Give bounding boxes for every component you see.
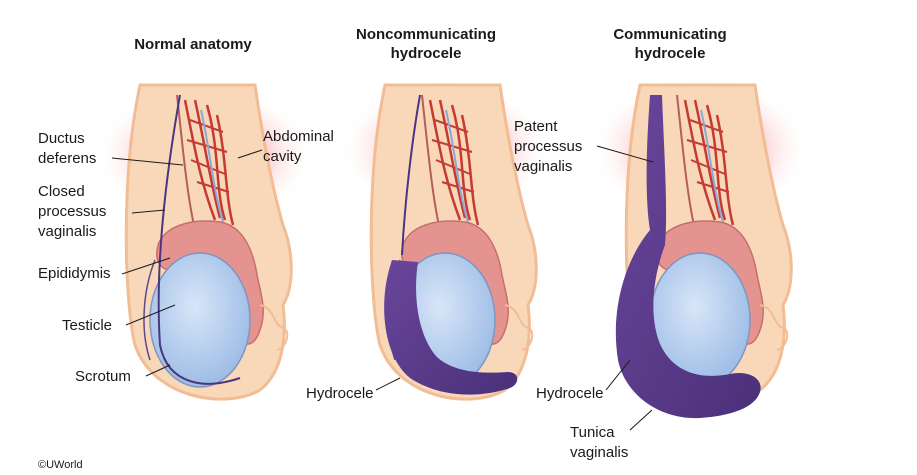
leader-tunica-vaginalis [629,409,653,431]
leader-patent-processus [596,145,654,163]
label-ductus-deferens-2: deferens [38,150,96,167]
label-hydrocele-noncommunicating: Hydrocele [306,385,374,402]
label-closed-processus-2: processus [38,203,106,220]
hydrocele-fluid-communicating [615,95,761,419]
leader-hydrocele-communicating [605,359,631,391]
label-ductus-deferens-1: Ductus [38,130,85,147]
processus-vaginalis-closed-2 [401,94,421,256]
panel-title-noncommunicating-2: hydrocele [391,45,462,62]
label-tunica-vaginalis-1: Tunica [570,424,615,441]
label-patent-processus-2: processus [514,138,582,155]
copyright-notice: ©UWorld [38,459,83,471]
label-tunica-vaginalis-2: vaginalis [570,444,628,461]
label-epididymis: Epididymis [38,265,111,282]
panel-normal-anatomy: Normal anatomy Ductus deferens Abdominal… [38,36,334,401]
processus-vaginalis-closed [157,94,241,385]
panel-noncommunicating-hydrocele: Noncommunicating hydrocele Hydrocele [306,26,550,402]
leader-scrotum [145,364,171,377]
hydrocele-fluid-noncommunicating [384,260,518,395]
label-patent-processus-3: vaginalis [514,158,572,175]
panel-title-normal: Normal anatomy [134,36,252,53]
panel-title-noncommunicating-1: Noncommunicating [356,26,496,43]
leader-closed-processus [131,209,166,214]
label-testicle: Testicle [62,317,112,334]
label-abdominal-cavity-1: Abdominal [263,128,334,145]
panel-title-communicating-2: hydrocele [635,45,706,62]
label-hydrocele-communicating: Hydrocele [536,385,604,402]
label-closed-processus-1: Closed [38,183,85,200]
label-scrotum: Scrotum [75,368,131,385]
leader-ductus-deferens [111,157,184,166]
label-closed-processus-3: vaginalis [38,223,96,240]
leader-hydrocele-noncommunicating [375,377,401,391]
label-abdominal-cavity-2: cavity [263,148,302,165]
leader-abdominal-cavity [237,149,263,159]
leader-testicle [125,304,176,326]
label-patent-processus-1: Patent [514,118,558,135]
panel-communicating-hydrocele: Communicating hydrocele Patent processus… [514,26,810,461]
panel-title-communicating-1: Communicating [613,26,726,43]
leader-epididymis [121,257,171,275]
